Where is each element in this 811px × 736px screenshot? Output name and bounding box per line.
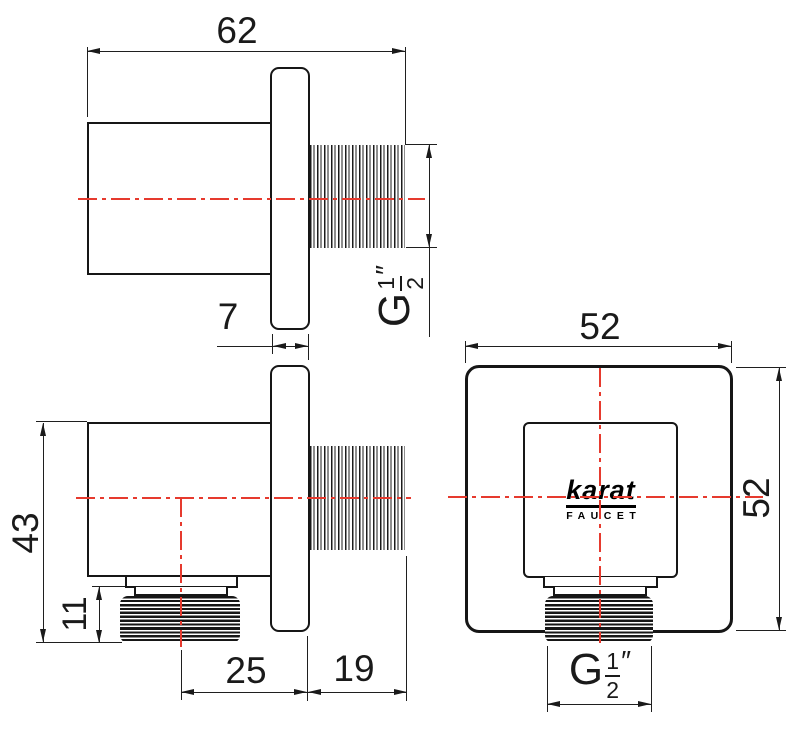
- thread-g: G: [568, 645, 604, 694]
- lower-view-centerline-horizontal: [76, 497, 411, 499]
- dim-11-extension-top: [92, 586, 125, 588]
- dim-g-top-arrow-down: [426, 234, 432, 247]
- dim-7-label: 7: [217, 296, 239, 337]
- front-view-centerline-vertical: [599, 368, 601, 643]
- dim-g-bottom-arrow-right: [638, 701, 651, 707]
- dim-62-arrow-right: [392, 48, 405, 54]
- dim-52-top-line: [465, 346, 731, 348]
- dim-25-arrow-right: [294, 689, 307, 695]
- thread-numerator: 1: [373, 276, 399, 290]
- dim-52-top-label: 52: [579, 306, 621, 347]
- dim-25-label: 25: [225, 650, 267, 691]
- dim-7-extension-right: [308, 334, 310, 360]
- dim-52-top-extension-right: [731, 341, 733, 363]
- brand-logo-subtitle: FAUCET: [566, 510, 642, 522]
- dim-11-arrow-up: [96, 587, 102, 600]
- dim-52-right-line: [779, 368, 781, 631]
- dim-52-right-label: 52: [735, 477, 777, 519]
- dim-11-label: 11: [56, 596, 94, 632]
- dim-7-arrow-left: [273, 343, 286, 349]
- dim-19-line: [308, 692, 407, 694]
- dim-52-right-arrow-up: [776, 368, 782, 381]
- dim-g-bottom-extension-left: [547, 646, 549, 712]
- dim-25-extension-centerline: [181, 650, 183, 700]
- thread-unit: ″: [621, 645, 632, 676]
- side-view-inlet-thread: [310, 145, 405, 248]
- dim-25-extension-flange: [307, 636, 309, 701]
- thread-denominator: 2: [401, 276, 428, 290]
- dim-43-arrow-down: [40, 629, 46, 642]
- lower-view-centerline-vertical: [180, 498, 182, 647]
- dim-19-extension-thread-end: [406, 556, 408, 701]
- dim-52-right-extension-top: [736, 367, 786, 369]
- dim-7-arrow-right: [295, 343, 308, 349]
- dim-43-label: 43: [4, 512, 46, 554]
- dim-43-extension-top: [36, 421, 87, 423]
- side-view-centerline: [78, 198, 425, 200]
- dim-g-bottom-arrow-left: [547, 701, 560, 707]
- dim-g-top-extension-upper: [406, 144, 437, 146]
- dim-19-label: 19: [333, 648, 375, 689]
- thread-denominator: 2: [606, 676, 620, 703]
- dim-7-extension-left: [272, 334, 274, 354]
- dim-52-right-extension-bottom: [736, 630, 786, 632]
- dim-11-line: [99, 587, 101, 643]
- dim-19-arrow-right: [394, 689, 407, 695]
- dim-43-arrow-up: [40, 423, 46, 436]
- dim-62-arrow-left: [87, 48, 100, 54]
- dim-19-arrow-left: [308, 689, 321, 695]
- front-view-centerline-horizontal: [448, 496, 763, 498]
- dim-11-arrow-down: [96, 630, 102, 643]
- dim-52-top-arrow-right: [718, 343, 731, 349]
- dim-52-right-arrow-down: [776, 617, 782, 630]
- dim-62-label: 62: [216, 10, 258, 51]
- dim-7-line: [217, 346, 308, 348]
- dim-62-extension-left: [87, 47, 89, 117]
- dim-g-bottom-extension-right: [651, 646, 653, 712]
- thread-unit: ″: [370, 264, 401, 275]
- dim-62-extension-right: [405, 47, 407, 145]
- brand-logo: karat FAUCET: [551, 477, 651, 522]
- dim-g-top-arrow-up: [426, 145, 432, 158]
- fraction-bar: [605, 674, 621, 677]
- dim-52-top-arrow-left: [465, 343, 478, 349]
- dim-43-line: [43, 423, 45, 643]
- dim-g-bottom-line: [547, 704, 651, 706]
- thread-g: G: [370, 292, 419, 328]
- thread-numerator: 1: [606, 648, 620, 674]
- dim-62-line: [87, 51, 405, 53]
- dim-25-arrow-left: [181, 689, 194, 695]
- dim-g-top-extension-lower: [406, 247, 437, 249]
- dim-43-extension-bottom: [36, 642, 122, 644]
- dim-52-top-extension-left: [465, 341, 467, 363]
- dim-25-line: [181, 692, 308, 694]
